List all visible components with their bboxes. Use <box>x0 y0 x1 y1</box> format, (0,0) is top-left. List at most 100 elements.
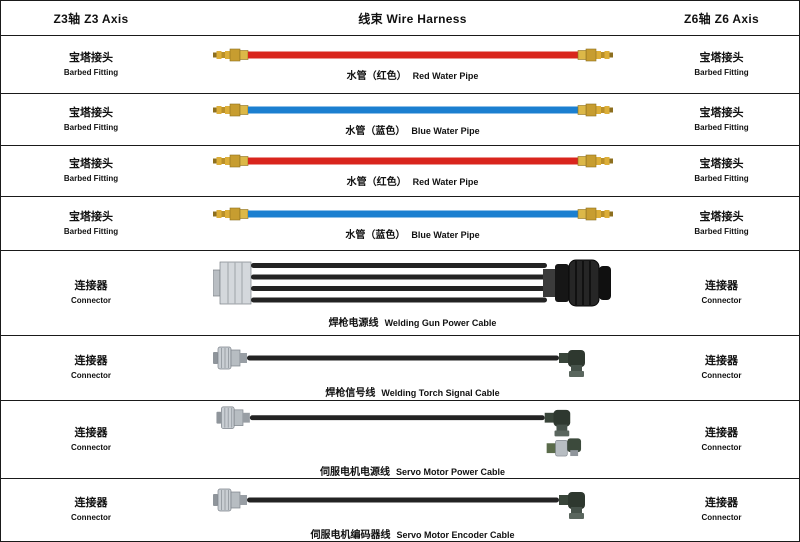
left-label: 连接器 Connector <box>1 479 181 541</box>
caption-en: Welding Gun Power Cable <box>384 318 497 328</box>
blue-water-pipe-illustration <box>212 103 613 116</box>
caption: 水管（蓝色） Blue Water Pipe <box>345 122 479 137</box>
left-label-cn: 连接器 <box>74 426 108 439</box>
header-row: Z3轴 Z3 Axis 线束 Wire Harness Z6轴 Z6 Axis <box>1 1 799 36</box>
caption: 伺服电机电源线 Servo Motor Power Cable <box>320 463 505 478</box>
right-label: 宝塔接头 Barbed Fitting <box>644 197 799 250</box>
left-label: 宝塔接头 Barbed Fitting <box>1 36 181 93</box>
row-welding-torch-signal-cable: 连接器 Connector 焊枪信号线 Welding Torch Signal… <box>1 336 799 401</box>
pipe-body <box>247 210 578 217</box>
caption-en: Servo Motor Power Cable <box>395 467 506 477</box>
right-label: 宝塔接头 Barbed Fitting <box>644 146 799 196</box>
caption-cn: 水管（蓝色） <box>345 125 406 137</box>
cable-body <box>246 497 559 503</box>
left-label-cn: 连接器 <box>74 497 108 510</box>
row-red-water-pipe-2: 宝塔接头 Barbed Fitting 水管（红色） Red Water Pip… <box>1 146 799 197</box>
barbed-fitting-right-icon <box>577 207 613 220</box>
barbed-fitting-left-icon <box>212 154 248 168</box>
aviation-connector-icon <box>212 488 247 512</box>
header-wire-harness: 线束 Wire Harness <box>358 11 467 26</box>
right-angle-connector-icon <box>544 409 570 437</box>
left-label-cn: 连接器 <box>74 355 108 368</box>
pipe-body <box>247 106 578 113</box>
right-label-en: Barbed Fitting <box>694 67 749 77</box>
caption-en: Red Water Pipe <box>412 70 479 81</box>
barbed-fitting-left-icon <box>212 48 248 61</box>
red-water-pipe-illustration <box>212 154 613 168</box>
right-angle-connector-icon <box>558 492 585 519</box>
caption-cn: 伺服电机电源线 <box>319 467 390 478</box>
left-label-cn: 宝塔接头 <box>69 106 113 119</box>
left-label: 连接器 Connector <box>1 401 181 478</box>
right-label-cn: 连接器 <box>705 497 738 510</box>
caption-en: Red Water Pipe <box>412 177 479 187</box>
spare-connector-icon <box>546 438 581 457</box>
caption: 伺服电机编码器线 Servo Motor Encoder Cable <box>310 526 514 541</box>
illustration-cell: 水管（蓝色） Blue Water Pipe <box>181 94 644 145</box>
cable-body <box>249 415 545 421</box>
block-connector-icon <box>212 261 251 305</box>
caption-en: Welding Torch Signal Cable <box>381 388 500 398</box>
illustration-cell: 水管（蓝色） Blue Water Pipe <box>181 197 644 250</box>
left-label-en: Connector <box>71 442 111 452</box>
left-label-en: Barbed Fitting <box>63 122 119 132</box>
caption: 水管（蓝色） Blue Water Pipe <box>345 226 479 241</box>
cylindrical-connector-icon <box>542 259 611 307</box>
caption-cn: 伺服电机编码器线 <box>310 530 391 541</box>
barbed-fitting-left-icon <box>212 103 248 116</box>
row-welding-gun-power-cable: 连接器 Connector <box>1 251 799 336</box>
welding-gun-power-cable-illustration <box>212 259 611 307</box>
caption-cn: 焊枪电源线 <box>328 318 379 329</box>
left-label-en: Connector <box>71 296 111 306</box>
illustration-cell: 水管（红色） Red Water Pipe <box>181 36 644 93</box>
caption-en: Blue Water Pipe <box>411 229 480 240</box>
caption-en: Servo Motor Encoder Cable <box>396 530 515 540</box>
welding-torch-signal-cable-illustration <box>212 346 585 377</box>
barbed-fitting-right-icon <box>577 103 613 116</box>
left-label: 宝塔接头 Barbed Fitting <box>1 94 181 145</box>
row-red-water-pipe-1: 宝塔接头 Barbed Fitting 水管（红色） Red Water Pip… <box>1 36 799 94</box>
caption-cn: 焊枪信号线 <box>325 388 376 399</box>
right-label: 连接器 Connector <box>644 479 799 541</box>
right-label-cn: 连接器 <box>705 355 738 368</box>
cable-body <box>246 355 559 361</box>
left-label: 宝塔接头 Barbed Fitting <box>1 197 181 250</box>
row-servo-motor-power-cable: 连接器 Connector 伺服电机电源线 Servo Motor Power … <box>1 401 799 479</box>
row-servo-motor-encoder-cable: 连接器 Connector 伺服电机编码器线 Servo Motor Encod… <box>1 479 799 541</box>
left-label-en: Barbed Fitting <box>63 174 119 184</box>
header-z6-axis: Z6轴 Z6 Axis <box>684 11 759 26</box>
right-label: 连接器 Connector <box>644 401 799 478</box>
illustration-cell: 焊枪电源线 Welding Gun Power Cable <box>181 251 644 335</box>
aviation-connector-icon <box>212 346 247 370</box>
right-angle-connector-icon <box>558 350 585 377</box>
right-label-cn: 连接器 <box>705 426 738 439</box>
right-label-en: Connector <box>701 296 742 306</box>
right-label: 连接器 Connector <box>644 336 799 400</box>
right-label-en: Connector <box>701 513 742 523</box>
row-blue-water-pipe-1: 宝塔接头 Barbed Fitting 水管（蓝色） Blue Water Pi… <box>1 94 799 146</box>
barbed-fitting-right-icon <box>577 48 613 61</box>
caption-cn: 水管（红色） <box>346 177 407 188</box>
red-water-pipe-illustration <box>212 48 613 61</box>
barbed-fitting-right-icon <box>577 154 613 168</box>
caption-cn: 水管（蓝色） <box>345 229 406 241</box>
power-cables <box>250 263 547 303</box>
right-label-en: Connector <box>701 442 742 452</box>
left-label-en: Barbed Fitting <box>63 226 119 236</box>
servo-motor-encoder-cable-illustration <box>212 488 585 519</box>
right-label-en: Barbed Fitting <box>694 174 749 184</box>
illustration-cell: 伺服电机编码器线 Servo Motor Encoder Cable <box>181 479 644 541</box>
right-label-cn: 宝塔接头 <box>699 158 744 171</box>
caption: 水管（红色） Red Water Pipe <box>347 67 479 82</box>
left-label: 宝塔接头 Barbed Fitting <box>1 146 181 196</box>
left-label: 连接器 Connector <box>1 336 181 400</box>
right-label-cn: 宝塔接头 <box>699 210 744 223</box>
left-label-cn: 连接器 <box>74 280 108 293</box>
aviation-connector-icon <box>215 406 250 430</box>
header-z3-axis: Z3轴 Z3 Axis <box>53 11 129 26</box>
caption: 焊枪电源线 Welding Gun Power Cable <box>329 314 497 329</box>
left-label-cn: 宝塔接头 <box>69 210 113 223</box>
illustration-cell: 水管（红色） Red Water Pipe <box>181 146 644 196</box>
left-label-en: Connector <box>71 371 111 381</box>
